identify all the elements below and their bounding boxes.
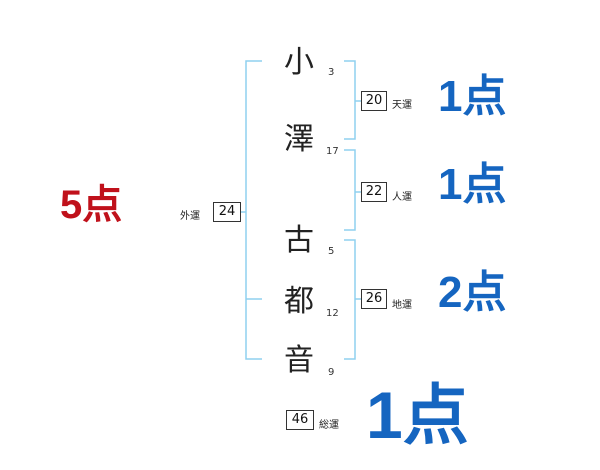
sou-un-score: 1点 — [366, 378, 469, 452]
stroke-count-4: 12 — [326, 308, 339, 319]
ten-un-score: 1点 — [438, 72, 507, 121]
ten-un-bracket-line — [344, 60, 356, 140]
chi-un-label: 地運 — [392, 300, 412, 311]
outer-bracket-line — [245, 60, 262, 360]
ten-un-value-box: 20 — [361, 91, 387, 111]
name-char-5: 音 — [284, 343, 314, 378]
ten-un-label: 天運 — [392, 100, 412, 111]
chi-un-value-box: 26 — [361, 289, 387, 309]
sou-un-label: 総運 — [319, 420, 339, 431]
name-char-3: 古 — [284, 223, 314, 258]
jin-un-score: 1点 — [438, 160, 507, 209]
chi-un-score: 2点 — [438, 268, 507, 317]
name-char-1: 小 — [284, 45, 314, 80]
stroke-count-1: 3 — [328, 67, 335, 78]
stroke-count-3: 5 — [328, 246, 335, 257]
name-char-2: 澤 — [284, 122, 314, 157]
sou-un-value-box: 46 — [286, 410, 314, 430]
gai-un-label: 外運 — [180, 211, 200, 222]
jin-un-bracket-line — [344, 149, 356, 231]
jin-un-value-box: 22 — [361, 182, 387, 202]
jin-un-label: 人運 — [392, 192, 412, 203]
name-char-4: 都 — [284, 284, 314, 319]
stroke-count-5: 9 — [328, 367, 335, 378]
gai-un-score: 5点 — [60, 183, 123, 227]
gai-un-value-box: 24 — [213, 202, 241, 222]
chi-un-bracket-line — [344, 239, 356, 360]
stroke-count-2: 17 — [326, 146, 339, 157]
